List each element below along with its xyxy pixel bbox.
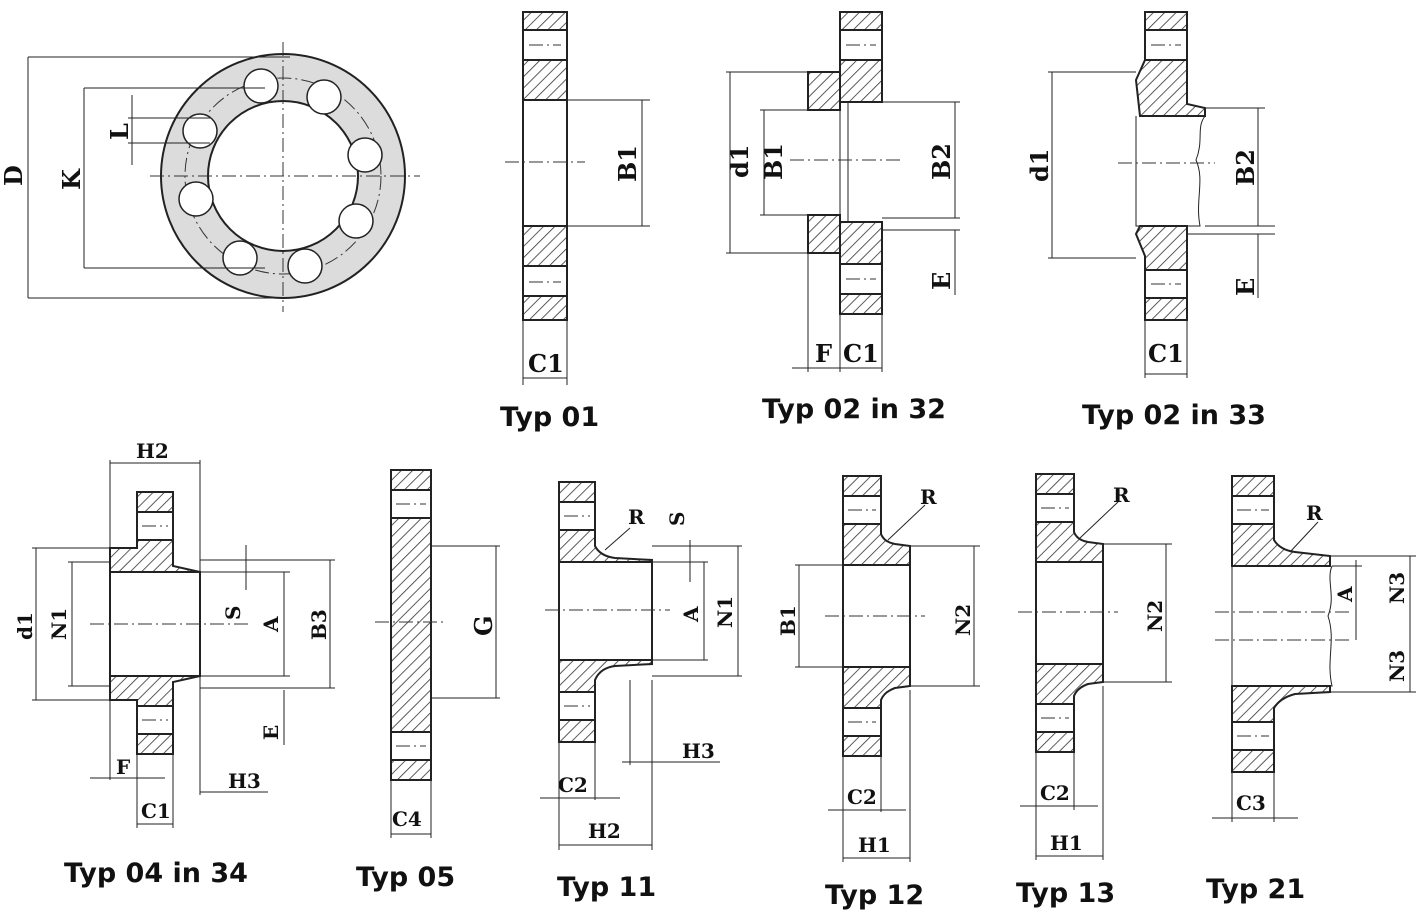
label-d1-typ04: d1 bbox=[13, 612, 37, 640]
label-B1-typ12: B1 bbox=[776, 605, 800, 636]
label-E-typ04: E bbox=[259, 725, 283, 740]
caption-typ05: Typ 05 bbox=[356, 862, 455, 893]
label-S-typ11: S bbox=[665, 512, 689, 526]
bolt-holes bbox=[178, 68, 383, 284]
label-C1-typ02-33: C1 bbox=[1148, 339, 1184, 368]
label-R-typ12: R bbox=[920, 485, 937, 509]
label-d1-typ02-32: d1 bbox=[725, 145, 754, 178]
label-B2-typ02-33: B2 bbox=[1231, 149, 1260, 186]
label-C2-typ13: C2 bbox=[1040, 781, 1070, 805]
label-N2-typ12: N2 bbox=[951, 604, 975, 636]
label-E-typ02-33: E bbox=[1231, 278, 1260, 296]
label-N2-typ13: N2 bbox=[1143, 600, 1167, 632]
caption-typ02-33: Typ 02 in 33 bbox=[1082, 400, 1266, 431]
caption-typ21: Typ 21 bbox=[1206, 874, 1305, 905]
label-L: L bbox=[105, 123, 134, 140]
typ02-32-section: d1 B1 B2 E F C1 Typ 02 in 32 bbox=[725, 11, 960, 425]
label-N1-typ11: N1 bbox=[713, 596, 737, 628]
label-H3-typ04: H3 bbox=[228, 769, 261, 793]
typ04-34-section: H2 d1 N1 S A B3 E F H3 C1 Typ 04 in 34 bbox=[13, 439, 335, 889]
typ01-section: B1 C1 Typ 01 bbox=[500, 11, 650, 433]
caption-typ01: Typ 01 bbox=[500, 402, 599, 433]
label-A-typ21: A bbox=[1333, 586, 1357, 603]
label-C3-typ21: C3 bbox=[1236, 791, 1266, 815]
label-H3-typ11: H3 bbox=[682, 739, 715, 763]
typ13-section: R N2 C2 H1 Typ 13 bbox=[1016, 473, 1172, 909]
label-S-typ04: S bbox=[221, 606, 245, 620]
label-A-typ04: A bbox=[259, 616, 283, 633]
typ05-section: G C4 Typ 05 bbox=[356, 469, 500, 893]
typ21-section: R A N3 N3 C3 Typ 21 bbox=[1206, 475, 1416, 905]
label-B2-typ02-32: B2 bbox=[927, 143, 956, 180]
label-F-typ04: F bbox=[116, 755, 130, 779]
caption-typ02-32: Typ 02 in 32 bbox=[762, 394, 946, 425]
caption-typ04-34: Typ 04 in 34 bbox=[64, 858, 248, 889]
label-E-typ02-32: E bbox=[927, 272, 956, 290]
typ12-section: R B1 N2 C2 H1 Typ 12 bbox=[776, 475, 980, 911]
label-H2-typ04: H2 bbox=[136, 439, 169, 463]
label-H2-typ11: H2 bbox=[588, 819, 621, 843]
caption-typ13: Typ 13 bbox=[1016, 878, 1115, 909]
label-B1: B1 bbox=[613, 145, 642, 182]
label-C2-typ11: C2 bbox=[558, 773, 588, 797]
label-C1: C1 bbox=[528, 349, 564, 378]
label-R-typ13: R bbox=[1113, 483, 1130, 507]
label-B1-typ02-32: B1 bbox=[759, 143, 788, 180]
label-H1-typ13: H1 bbox=[1050, 831, 1083, 855]
typ11-section: R S A N1 H3 C2 H2 Typ 11 bbox=[540, 481, 742, 903]
label-N1-typ04: N1 bbox=[47, 608, 71, 640]
label-G: G bbox=[469, 616, 498, 637]
label-N3-lower-typ21: N3 bbox=[1385, 650, 1409, 682]
label-d1-typ02-33: d1 bbox=[1025, 149, 1054, 182]
label-C4: C4 bbox=[392, 807, 422, 831]
typ02-33-section: d1 B2 E C1 Typ 02 in 33 bbox=[1025, 11, 1275, 431]
caption-typ11: Typ 11 bbox=[557, 872, 656, 903]
label-R-typ11: R bbox=[628, 505, 645, 529]
flange-front-view: D K L bbox=[0, 42, 420, 312]
label-R-typ21: R bbox=[1306, 501, 1323, 525]
caption-typ12: Typ 12 bbox=[825, 880, 924, 911]
label-H1-typ12: H1 bbox=[858, 833, 891, 857]
label-F-typ02-32: F bbox=[815, 339, 832, 368]
label-N3-upper-typ21: N3 bbox=[1385, 572, 1409, 604]
label-B3-typ04: B3 bbox=[307, 609, 331, 640]
label-C1-typ04: C1 bbox=[141, 799, 171, 823]
label-K: K bbox=[57, 168, 86, 190]
label-C2-typ12: C2 bbox=[847, 785, 877, 809]
label-C1-typ02-32: C1 bbox=[843, 339, 879, 368]
label-A-typ11: A bbox=[679, 606, 703, 623]
label-D: D bbox=[0, 165, 28, 186]
